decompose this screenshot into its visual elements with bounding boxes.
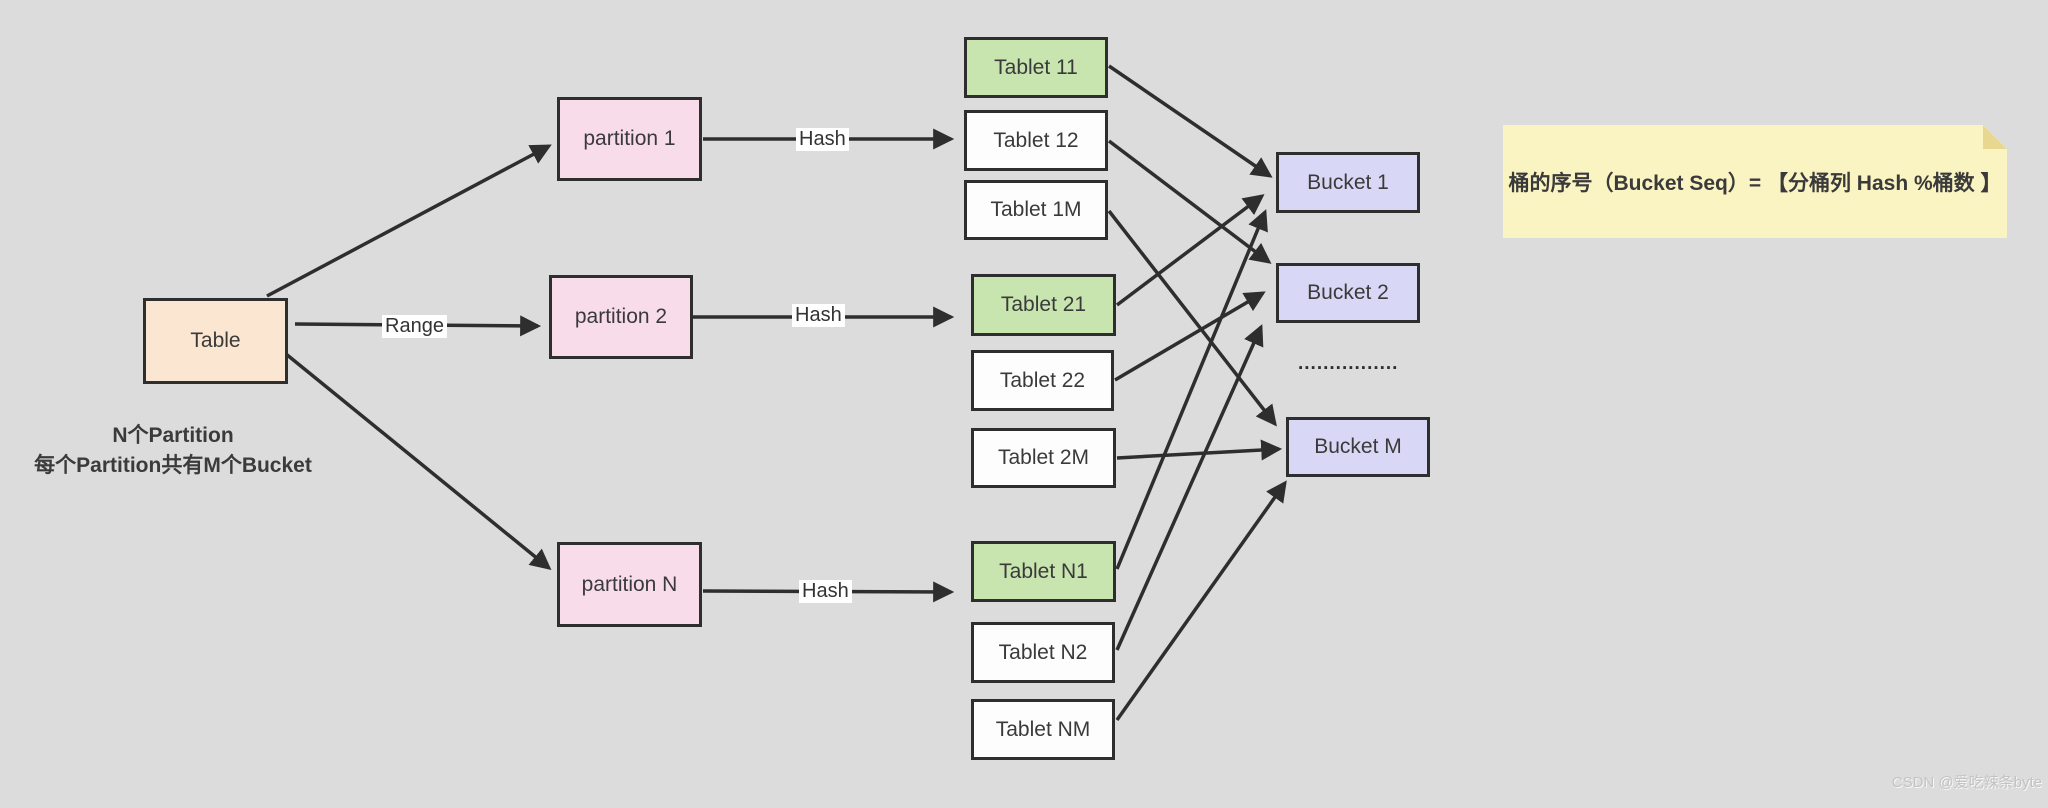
watermark: CSDN @爱吃辣条byte <box>1891 774 2042 791</box>
node-label: Tablet 11 <box>994 55 1078 79</box>
node-tablet-1m: Tablet 1M <box>964 180 1108 240</box>
node-table: Table <box>143 298 288 384</box>
bucket-ellipsis: ................ <box>1298 353 1399 374</box>
arrow-tablet-n1-to-bucket-1 <box>1115 209 1268 570</box>
arrow-table-to-partition-1 <box>266 144 552 298</box>
node-label: Bucket 2 <box>1307 281 1389 304</box>
node-partition-1: partition 1 <box>557 97 702 181</box>
node-label: Bucket M <box>1314 435 1402 458</box>
edge-label-hash-3: Hash <box>799 580 852 603</box>
node-tablet-11: Tablet 11 <box>964 37 1108 98</box>
arrow-tablet-nm-to-bucket-m <box>1115 480 1287 722</box>
arrow-tablet-1m-to-bucket-m <box>1107 209 1277 427</box>
partition-caption: N个Partition 每个Partition共有M个Bucket <box>20 421 326 481</box>
arrow-table-to-partition-n <box>284 352 552 570</box>
arrow-tablet-n2-to-bucket-2 <box>1115 324 1264 651</box>
node-bucket-m: Bucket M <box>1286 417 1430 477</box>
bucket-seq-note: 桶的序号（Bucket Seq）= 【分桶列 Hash %桶数 】 <box>1503 125 2007 238</box>
node-label: Tablet 21 <box>1000 293 1087 316</box>
arrow-tablet-11-to-bucket-1 <box>1108 64 1273 178</box>
arrow-tablet-22-to-bucket-2 <box>1114 291 1266 382</box>
arrow-tablet-12-to-bucket-2 <box>1107 139 1272 264</box>
node-label: Tablet 22 <box>999 368 1086 392</box>
arrow-tablet-2m-to-bucket-m <box>1116 439 1283 461</box>
caption-line-1: N个Partition <box>112 424 234 447</box>
node-tablet-2m: Tablet 2M <box>971 428 1116 488</box>
edge-label-hash-2: Hash <box>792 304 845 327</box>
edge-label-range: Range <box>382 315 447 338</box>
node-tablet-21: Tablet 21 <box>971 274 1116 336</box>
node-label: Table <box>190 329 241 352</box>
node-label: Bucket 1 <box>1307 170 1389 194</box>
node-label: Tablet N1 <box>999 559 1088 583</box>
node-partition-n: partition N <box>557 542 702 627</box>
note-text: 桶的序号（Bucket Seq）= 【分桶列 Hash %桶数 】 <box>1508 171 2002 195</box>
caption-line-2: 每个Partition共有M个Bucket <box>34 454 312 477</box>
node-label: Tablet 12 <box>993 128 1079 152</box>
node-tablet-n2: Tablet N2 <box>971 622 1115 683</box>
node-partition-2: partition 2 <box>549 275 693 359</box>
node-label: Tablet 2M <box>997 446 1090 469</box>
node-label: partition 2 <box>574 305 668 328</box>
node-label: partition 1 <box>583 127 676 150</box>
edge-label-hash-1: Hash <box>796 128 849 151</box>
node-bucket-2: Bucket 2 <box>1276 263 1420 323</box>
node-label: Tablet N2 <box>998 640 1088 664</box>
node-bucket-1: Bucket 1 <box>1276 152 1420 213</box>
node-tablet-12: Tablet 12 <box>964 110 1108 171</box>
node-label: Tablet NM <box>995 717 1091 741</box>
node-tablet-22: Tablet 22 <box>971 350 1114 411</box>
node-label: partition N <box>581 572 678 596</box>
node-label: Tablet 1M <box>990 198 1082 221</box>
node-tablet-nm: Tablet NM <box>971 699 1115 760</box>
node-tablet-n1: Tablet N1 <box>971 541 1116 602</box>
arrow-tablet-21-to-bucket-1 <box>1115 194 1265 307</box>
